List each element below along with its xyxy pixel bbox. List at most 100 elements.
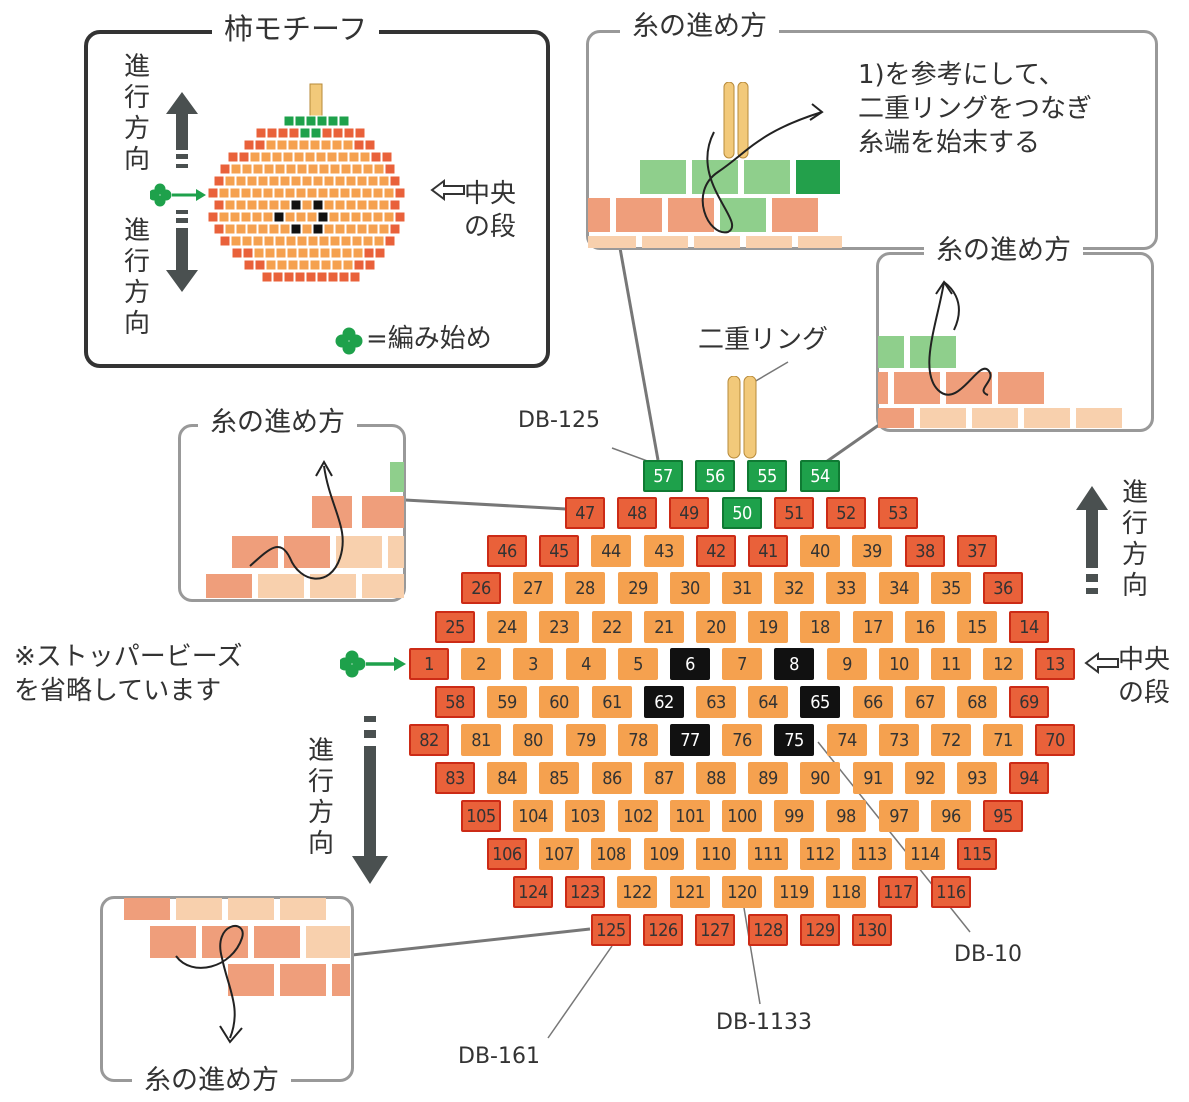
mini-bead <box>272 271 284 283</box>
mini-bead <box>349 271 361 283</box>
bead-87: 87 <box>644 762 684 794</box>
bead-59: 59 <box>487 686 527 718</box>
down-arrow-icon <box>166 228 198 292</box>
bead-14: 14 <box>1009 611 1049 643</box>
mini-bead <box>246 175 258 187</box>
top-box-note: 1)を参考にして、 二重リングをつなぎ 糸端を始末する <box>858 60 1093 158</box>
callout-db161: DB-161 <box>458 1044 540 1069</box>
mini-bead <box>290 223 302 235</box>
mini-bead <box>338 271 350 283</box>
mini-bead <box>284 187 296 199</box>
bead-53: 53 <box>878 497 918 529</box>
mini-bead <box>285 235 297 247</box>
bead-77: 77 <box>670 724 710 756</box>
bead-11: 11 <box>931 648 971 680</box>
mini-bead <box>262 187 274 199</box>
mini-bead <box>352 247 364 259</box>
mini-bead <box>230 163 242 175</box>
bead-35: 35 <box>931 572 971 604</box>
mini-bead <box>310 127 322 139</box>
bead-3: 3 <box>513 648 553 680</box>
mini-bead <box>345 175 357 187</box>
mini-bead <box>331 139 343 151</box>
bead-112: 112 <box>800 838 840 870</box>
mini-bead <box>327 271 339 283</box>
bead-68: 68 <box>957 686 997 718</box>
bead-93: 93 <box>957 762 997 794</box>
mini-bead <box>251 211 263 223</box>
up-arrow-icon <box>166 92 198 150</box>
motif-center-pointer <box>430 179 465 201</box>
bead-56: 56 <box>695 460 735 492</box>
mini-bead <box>295 211 307 223</box>
bead-7: 7 <box>722 648 762 680</box>
bead-4: 4 <box>566 648 606 680</box>
bead-21: 21 <box>644 611 684 643</box>
mini-bead <box>345 223 357 235</box>
mini-bead <box>252 163 264 175</box>
mini-bead <box>316 115 328 127</box>
mini-bead <box>348 151 360 163</box>
bead-81: 81 <box>461 724 501 756</box>
bead-50: 50 <box>722 497 762 529</box>
mini-bead <box>384 163 396 175</box>
mini-bead <box>213 175 225 187</box>
mini-bead <box>309 139 321 151</box>
bead-86: 86 <box>592 762 632 794</box>
mini-bead <box>251 187 263 199</box>
bead-123: 123 <box>565 876 605 908</box>
mini-bead <box>229 187 241 199</box>
mini-bead <box>287 139 299 151</box>
mini-bead <box>268 223 280 235</box>
mini-bead <box>277 127 289 139</box>
mini-bead <box>356 175 368 187</box>
mini-bead <box>254 139 266 151</box>
bead-84: 84 <box>487 762 527 794</box>
bead-39: 39 <box>852 535 892 567</box>
mini-bead <box>321 127 333 139</box>
bead-28: 28 <box>565 572 605 604</box>
mini-bead <box>295 187 307 199</box>
bead-78: 78 <box>618 724 658 756</box>
mini-bead <box>287 259 299 271</box>
bead-27: 27 <box>513 572 553 604</box>
mini-bead <box>367 223 379 235</box>
bead-2: 2 <box>461 648 501 680</box>
mini-bead <box>317 187 329 199</box>
bead-18: 18 <box>800 611 840 643</box>
mini-bead <box>350 211 362 223</box>
mini-bead <box>373 163 385 175</box>
mini-bead <box>353 139 365 151</box>
bead-32: 32 <box>774 572 814 604</box>
mini-bead <box>261 271 273 283</box>
bead-42: 42 <box>696 535 736 567</box>
mini-bead <box>294 115 306 127</box>
bead-108: 108 <box>591 838 631 870</box>
mini-bead <box>312 175 324 187</box>
mini-bead <box>316 271 328 283</box>
mini-bead <box>219 235 231 247</box>
bead-90: 90 <box>800 762 840 794</box>
mini-bead <box>312 223 324 235</box>
bead-88: 88 <box>696 762 736 794</box>
start-marker <box>340 650 406 678</box>
mini-bead <box>265 259 277 271</box>
bead-47: 47 <box>565 497 605 529</box>
bead-114: 114 <box>905 838 945 870</box>
mini-bead <box>288 127 300 139</box>
mini-bead <box>273 211 285 223</box>
bead-23: 23 <box>539 611 579 643</box>
bead-8: 8 <box>774 648 814 680</box>
mini-bead <box>224 199 236 211</box>
bead-1: 1 <box>409 648 449 680</box>
bead-58: 58 <box>435 686 475 718</box>
mini-bead <box>315 151 327 163</box>
mini-bead <box>389 199 401 211</box>
bead-38: 38 <box>905 535 945 567</box>
motif-legend-clover <box>335 327 363 355</box>
mini-bead <box>207 187 219 199</box>
bead-89: 89 <box>748 762 788 794</box>
mini-bead <box>241 235 253 247</box>
mini-bead <box>255 127 267 139</box>
mini-bead <box>372 211 384 223</box>
